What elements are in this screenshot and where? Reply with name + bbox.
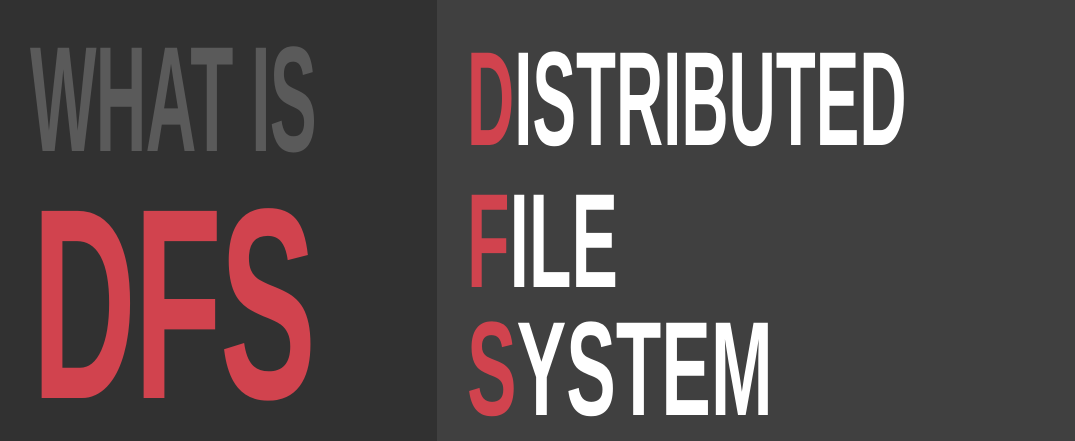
expansion-line-distributed: DISTRIBUTED [467, 33, 907, 167]
what-is-heading: WHAT IS [30, 15, 317, 183]
word-rest-distributed: ISTRIBUTED [514, 25, 907, 174]
initial-letter-d: D [467, 25, 515, 174]
word-rest-file: ILE [509, 167, 618, 316]
right-panel [437, 0, 1075, 441]
initial-letter-s: S [467, 295, 517, 441]
left-panel [0, 0, 437, 441]
expansion-line-file: FILE [467, 175, 618, 309]
dfs-acronym: DFS [32, 152, 316, 441]
initial-letter-f: F [467, 167, 510, 316]
word-rest-system: YSTEM [516, 295, 773, 441]
expansion-line-system: SYSTEM [467, 303, 773, 437]
